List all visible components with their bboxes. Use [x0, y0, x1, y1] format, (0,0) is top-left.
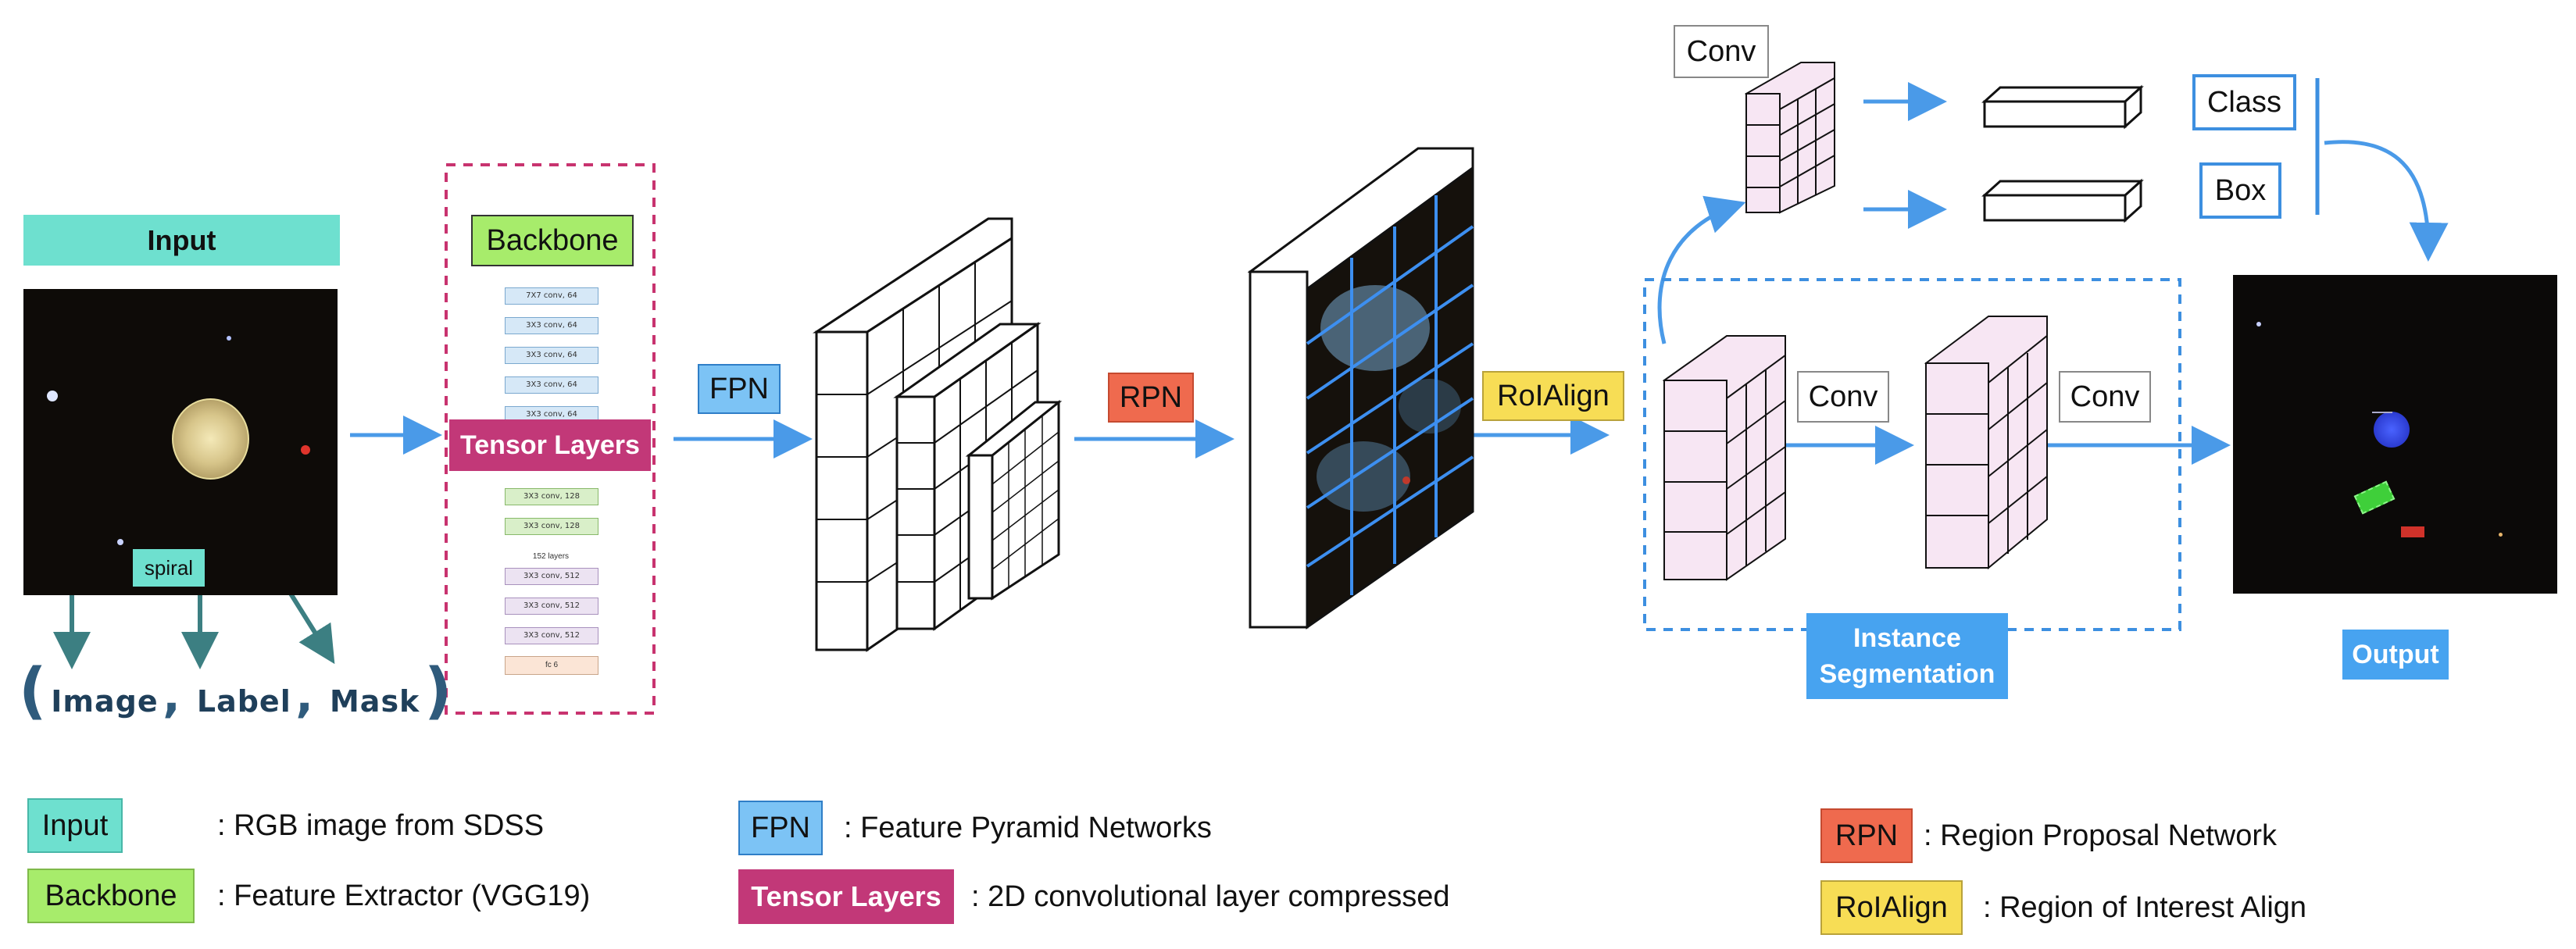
output-label: Output	[2342, 630, 2449, 680]
backbone-frame	[445, 163, 656, 715]
legend-rpn-tag: RPN	[1820, 808, 1913, 863]
legend-rpn-desc: : Region Proposal Network	[1924, 819, 2277, 852]
backbone-layer: 3X3 conv, 128	[505, 488, 598, 505]
label-tag-spiral: spiral	[133, 549, 205, 587]
layer-fc: fc 6	[505, 656, 598, 675]
legend-backbone-desc: : Feature Extractor (VGG19)	[217, 879, 591, 912]
roialign-tag: RoIAlign	[1482, 371, 1624, 421]
rpn-feature-block	[1247, 147, 1474, 630]
legend-backbone-tag: Backbone	[27, 869, 195, 923]
legend-tensor-desc: : 2D convolutional layer compressed	[971, 880, 1450, 913]
tensor-layers-label: Tensor Layers	[449, 419, 651, 471]
instance-segmentation-label: Instance Segmentation	[1806, 613, 2008, 699]
backbone-layer-stack-lower: 3X3 conv, 128 3X3 conv, 128 152 layers 3X…	[500, 488, 602, 675]
conv-mid2-label: Conv	[2059, 371, 2151, 423]
fpn-tag: FPN	[698, 364, 781, 414]
legend-roi-tag: RoIAlign	[1820, 880, 1963, 935]
tuple-output: ( Image , Label , Mask )	[19, 656, 452, 726]
tuple-image: Image	[51, 684, 159, 719]
backbone-layer: 3X3 conv, 64	[505, 317, 598, 334]
legend-tensor-tag: Tensor Layers	[738, 869, 954, 924]
conv-mid1-label: Conv	[1797, 371, 1889, 423]
output-image	[2233, 275, 2557, 594]
fc-boxes	[1981, 84, 2144, 223]
backbone-layer: 3X3 conv, 128	[505, 518, 598, 535]
legend-fpn-desc: : Feature Pyramid Networks	[844, 812, 1212, 844]
backbone-layer-stack: 7X7 conv, 64 3X3 conv, 64 3X3 conv, 64 3X3 …	[500, 287, 602, 436]
backbone-layer: 3X3 conv, 64	[505, 347, 598, 364]
backbone-layer: 3X3 conv, 512	[505, 568, 598, 585]
backbone-layer: 7X7 conv, 64	[505, 287, 598, 305]
tuple-label: Label	[196, 684, 291, 719]
backbone-title: Backbone	[471, 215, 634, 266]
backbone-layer: 3X3 conv, 512	[505, 627, 598, 644]
input-image	[23, 289, 338, 595]
backbone-layer: 3X3 conv, 64	[505, 376, 598, 394]
box-label: Box	[2199, 162, 2281, 219]
legend-roi-desc: : Region of Interest Align	[1983, 891, 2307, 924]
conv-top-label: Conv	[1674, 25, 1769, 78]
class-label: Class	[2192, 74, 2296, 130]
fpn-pyramid	[812, 217, 1063, 652]
rpn-tag: RPN	[1108, 373, 1194, 423]
backbone-layer: 3X3 conv, 512	[505, 598, 598, 615]
layers-note: 152 layers	[532, 552, 570, 561]
tuple-mask: Mask	[329, 684, 420, 719]
flow-arrows	[350, 82, 2449, 465]
legend-input-desc: : RGB image from SDSS	[217, 809, 545, 842]
conv-grids	[1662, 62, 2048, 581]
input-header: Input	[23, 215, 340, 266]
legend-input-tag: Input	[27, 798, 123, 853]
legend-fpn-tag: FPN	[738, 801, 823, 855]
